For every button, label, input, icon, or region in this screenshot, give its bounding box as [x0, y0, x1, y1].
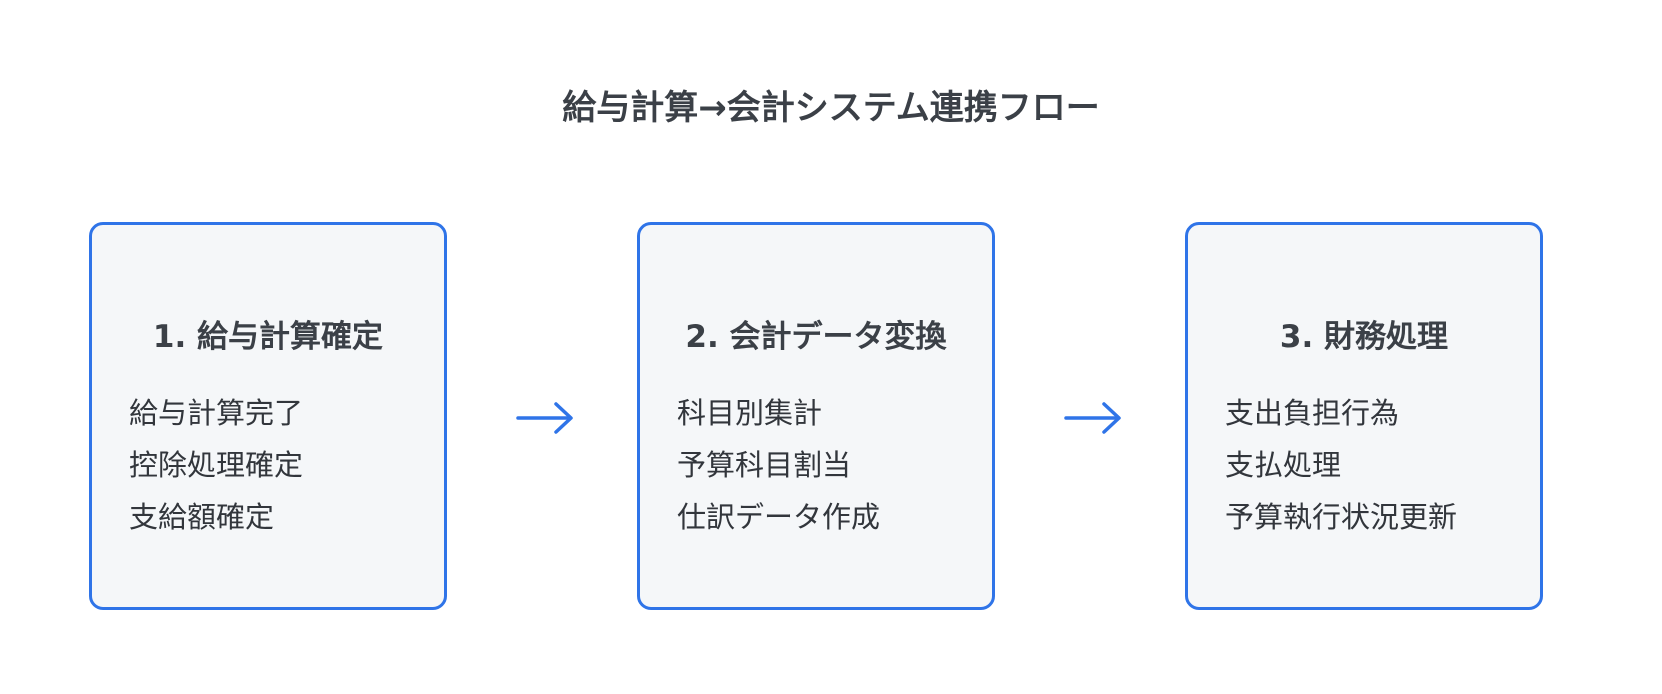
step-item: 支払処理 — [1225, 448, 1342, 482]
step-box-2: 2. 会計データ変換 科目別集計 予算科目割当 仕訳データ作成 — [637, 222, 995, 610]
step-box-3: 3. 財務処理 支出負担行為 支払処理 予算執行状況更新 — [1185, 222, 1543, 610]
step-item: 予算科目割当 — [677, 448, 852, 482]
step-item: 予算執行状況更新 — [1225, 500, 1458, 534]
step-items-2: 科目別集計 予算科目割当 仕訳データ作成 — [677, 387, 880, 543]
step-items-1: 給与計算完了 控除処理確定 支給額確定 — [129, 387, 303, 543]
diagram-title: 給与計算→会計システム連携フロー — [562, 88, 1100, 128]
arrow-right-icon — [516, 402, 573, 434]
step-item: 支出負担行為 — [1225, 396, 1400, 430]
step-title-1: 1. 給与計算確定 — [152, 319, 384, 355]
step-box-1: 1. 給与計算確定 給与計算完了 控除処理確定 支給額確定 — [89, 222, 447, 610]
step-item: 仕訳データ作成 — [677, 500, 881, 534]
step-item: 控除処理確定 — [129, 448, 304, 482]
step-title-3: 3. 財務処理 — [1279, 319, 1449, 355]
step-items-3: 支出負担行為 支払処理 予算執行状況更新 — [1225, 387, 1457, 543]
arrow-right-icon — [1064, 402, 1121, 434]
step-item: 給与計算完了 — [129, 396, 304, 430]
step-item: 科目別集計 — [677, 396, 823, 430]
step-item: 支給額確定 — [129, 500, 275, 534]
step-title-2: 2. 会計データ変換 — [685, 319, 947, 355]
